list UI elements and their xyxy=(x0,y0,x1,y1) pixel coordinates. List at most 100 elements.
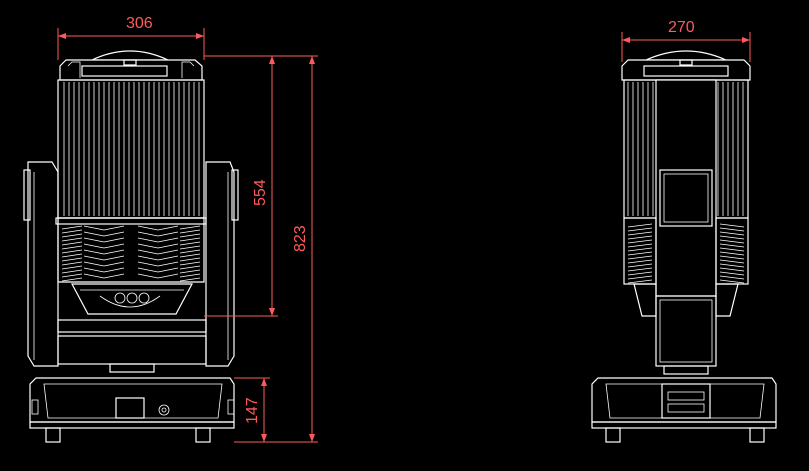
drawing-stroke xyxy=(627,247,653,252)
drawing-stroke xyxy=(157,273,179,279)
side-base xyxy=(591,377,777,443)
drawing-stroke xyxy=(137,237,159,243)
drawing-stroke xyxy=(61,249,83,254)
drawing-stroke xyxy=(719,235,745,240)
drawing-stroke xyxy=(719,227,745,232)
drawing-stroke xyxy=(61,241,83,246)
drawing-stroke xyxy=(83,261,105,267)
drawing-stroke xyxy=(179,261,201,266)
drawing-stroke xyxy=(61,253,83,258)
drawing-stroke xyxy=(61,261,83,266)
drawing-stroke xyxy=(103,231,125,237)
drawing-stroke xyxy=(103,237,125,243)
drawing-stroke xyxy=(627,239,653,244)
drawing-stroke xyxy=(719,247,745,252)
drawing-stroke xyxy=(719,255,745,260)
drawing-stroke xyxy=(83,237,105,243)
side-width-label: 270 xyxy=(668,19,695,36)
drawing-stroke xyxy=(627,275,653,280)
drawing-stroke xyxy=(103,225,125,231)
drawing-stroke xyxy=(179,273,201,278)
drawing-stroke xyxy=(627,251,653,256)
drawing-stroke xyxy=(179,249,201,254)
drawing-stroke xyxy=(103,261,125,267)
drawing-stroke xyxy=(719,231,745,236)
drawing-stroke xyxy=(61,269,83,274)
drawing-stroke xyxy=(61,237,83,242)
drawing-stroke xyxy=(719,271,745,276)
drawing-stroke xyxy=(627,271,653,276)
drawing-stroke xyxy=(719,279,745,284)
drawing-stroke xyxy=(137,255,159,261)
drawing-stroke xyxy=(627,263,653,268)
drawing-stroke xyxy=(61,277,83,282)
drawing-stroke xyxy=(179,233,201,238)
drawing-stroke xyxy=(627,231,653,236)
front-head-body xyxy=(57,79,205,219)
drawing-stroke xyxy=(61,233,83,238)
drawing-stroke xyxy=(103,249,125,255)
drawing-stroke xyxy=(103,255,125,261)
drawing-stroke xyxy=(179,245,201,250)
base-height-label: 147 xyxy=(244,397,261,424)
front-yoke xyxy=(23,161,239,373)
drawing-stroke xyxy=(103,267,125,273)
drawing-stroke xyxy=(137,261,159,267)
drawing-stroke xyxy=(157,261,179,267)
drawing-stroke xyxy=(627,259,653,264)
front-width-label: 306 xyxy=(126,15,153,32)
drawing-stroke xyxy=(137,273,159,279)
drawing-stroke xyxy=(83,273,105,279)
side-vent-section xyxy=(623,217,749,317)
drawing-stroke xyxy=(83,267,105,273)
drawing-stroke xyxy=(103,273,125,279)
dimension-total-height: 823 xyxy=(234,55,318,443)
drawing-stroke xyxy=(179,241,201,246)
drawing-stroke xyxy=(719,275,745,280)
drawing-stroke xyxy=(179,225,201,230)
drawing-stroke xyxy=(627,243,653,248)
drawing-stroke xyxy=(179,229,201,234)
drawing-stroke xyxy=(627,255,653,260)
dimension-front-width: 306 xyxy=(57,15,205,60)
drawing-stroke xyxy=(179,253,201,258)
side-top-cap xyxy=(621,50,751,81)
drawing-stroke xyxy=(719,259,745,264)
drawing-stroke xyxy=(61,273,83,278)
drawing-stroke xyxy=(61,257,83,262)
drawing-stroke xyxy=(157,237,179,243)
drawing-stroke xyxy=(137,267,159,273)
drawing-stroke xyxy=(157,225,179,231)
drawing-stroke xyxy=(137,243,159,249)
side-yoke xyxy=(655,295,717,375)
drawing-stroke xyxy=(627,235,653,240)
drawing-stroke xyxy=(157,249,179,255)
drawing-stroke xyxy=(83,231,105,237)
drawing-stroke xyxy=(719,263,745,268)
side-view xyxy=(591,50,777,443)
front-base xyxy=(29,377,235,443)
drawing-stroke xyxy=(137,249,159,255)
front-vent-section xyxy=(55,217,207,283)
drawing-stroke xyxy=(61,225,83,230)
head-height-label: 554 xyxy=(252,179,269,206)
front-lens xyxy=(71,283,193,315)
front-top-cap xyxy=(59,50,203,81)
side-head-body xyxy=(623,79,749,297)
drawing-stroke xyxy=(719,223,745,228)
drawing-stroke xyxy=(157,231,179,237)
drawing-stroke xyxy=(103,243,125,249)
drawing-stroke xyxy=(627,267,653,272)
drawing-stroke xyxy=(157,255,179,261)
drawing-stroke xyxy=(719,243,745,248)
dimension-head-height: 554 xyxy=(204,55,278,317)
dimension-base-height: 147 xyxy=(234,377,270,442)
drawing-stroke xyxy=(83,225,105,231)
drawing-stroke xyxy=(179,257,201,262)
drawing-stroke xyxy=(157,267,179,273)
drawing-stroke xyxy=(627,227,653,232)
drawing-stroke xyxy=(627,279,653,284)
dimension-side-width: 270 xyxy=(621,19,751,62)
drawing-stroke xyxy=(137,231,159,237)
